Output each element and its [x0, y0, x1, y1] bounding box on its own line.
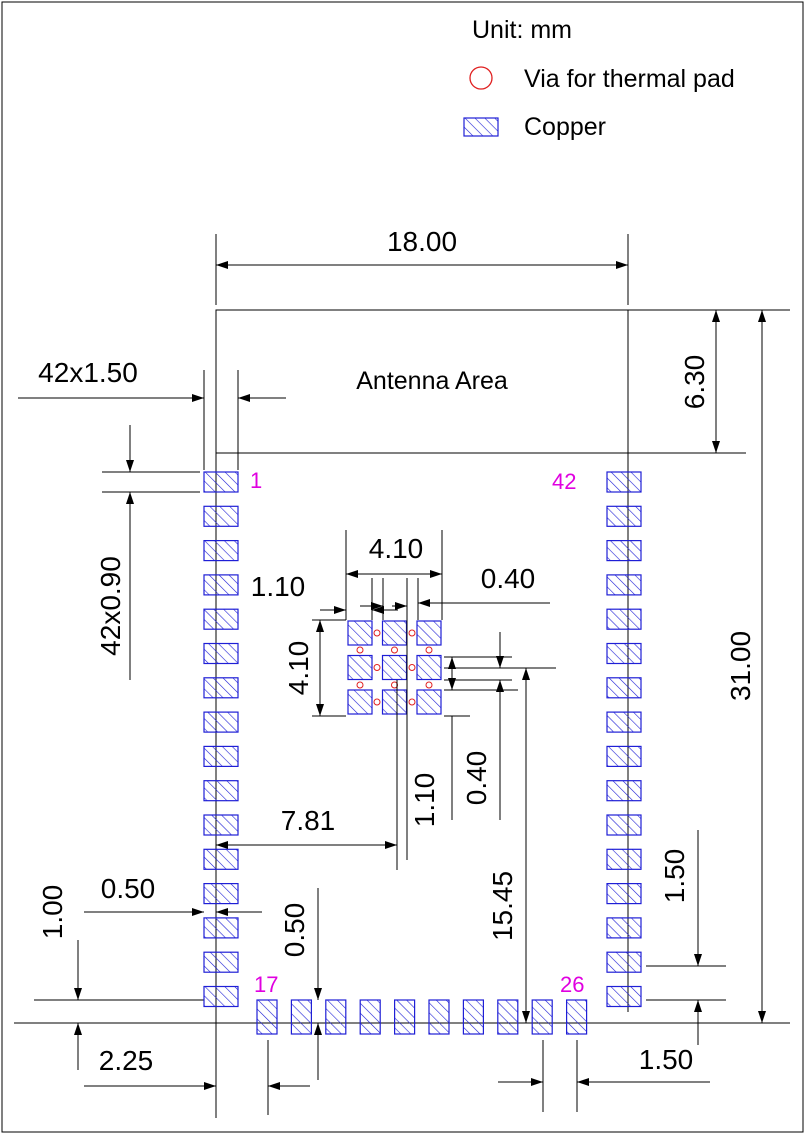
dimension-labels: 18.00 6.30 31.00 42x1.50 42x0.90 4.10 1.…: [37, 226, 756, 1076]
thermal-pad: [347, 620, 442, 715]
via-circle: [408, 629, 416, 637]
bottom-pad: [565, 999, 588, 1035]
right-pad: [606, 745, 642, 768]
right-pad: [606, 711, 642, 733]
dim-thermal-gap: 0.40: [481, 563, 536, 594]
via-circle: [373, 664, 381, 671]
via-circle: [425, 646, 433, 654]
dim-antenna-height: 6.30: [679, 355, 710, 410]
dim-edge-gap: 0.50: [101, 873, 156, 904]
dim-thermal-height: 4.10: [283, 641, 314, 696]
dim-pad-length: 42x1.50: [38, 357, 138, 388]
dim-center-x: 7.81: [281, 805, 336, 836]
left-pad: [203, 608, 239, 630]
left-pad: [203, 642, 239, 665]
pin-42-label: 42: [552, 469, 576, 494]
copper-legend-icon: [463, 117, 499, 137]
bottom-pad: [256, 999, 278, 1035]
left-pad: [203, 471, 239, 493]
dim-bottom-gap: 0.50: [279, 903, 310, 958]
left-pad: [203, 848, 239, 870]
dim-thermal-gap-vertical: 0.40: [461, 751, 492, 806]
copper-pads: [203, 471, 642, 1035]
dim-width: 18.00: [387, 226, 457, 257]
left-pad: [203, 574, 239, 596]
left-pad: [203, 951, 239, 973]
bottom-pad: [462, 999, 484, 1035]
left-pad: [203, 917, 239, 939]
right-pad: [606, 848, 642, 870]
left-pad: [203, 539, 239, 562]
via-circle: [373, 629, 381, 637]
dim-thermal-pad-vertical: 1.10: [409, 773, 440, 828]
right-pad: [606, 539, 642, 562]
thermal-pad-segment: [381, 689, 408, 715]
right-pad: [606, 574, 642, 596]
bottom-pad: [290, 999, 312, 1035]
right-pad: [606, 917, 642, 939]
via-circle: [391, 646, 398, 654]
right-pad: [606, 780, 642, 802]
right-pad: [606, 642, 642, 665]
dim-center-y: 15.45: [487, 871, 518, 941]
via-circle: [356, 646, 364, 654]
left-pad: [203, 677, 239, 699]
dim-bottom-offset: 2.25: [99, 1045, 154, 1076]
dim-module-height: 31.00: [725, 631, 756, 701]
right-pad: [606, 505, 642, 527]
right-pad: [606, 677, 642, 699]
legend-via: Via for thermal pad: [524, 65, 735, 93]
right-pad: [606, 814, 642, 836]
thermal-pad-segment: [416, 689, 442, 715]
via-circle: [408, 664, 416, 671]
right-pad: [606, 882, 642, 905]
left-pad: [203, 985, 239, 1008]
dim-bottom-pad-length: 1.50: [639, 1044, 694, 1075]
right-pad: [606, 951, 642, 973]
bottom-pad: [497, 999, 519, 1035]
legend-unit: Unit: mm: [472, 16, 572, 44]
thermal-pad-segment: [381, 620, 408, 646]
legend-copper: Copper: [524, 113, 606, 141]
thermal-pad-segment: [381, 654, 408, 681]
pin-26-label: 26: [560, 972, 584, 997]
thermal-pad-segment: [347, 689, 373, 715]
via-circle: [356, 681, 364, 689]
legend: Unit: mm Via for thermal pad Copper: [463, 16, 735, 141]
thermal-pad-segment: [347, 654, 373, 681]
left-pad: [203, 711, 239, 733]
left-pad: [203, 745, 239, 768]
pin-17-label: 17: [254, 972, 278, 997]
thermal-pad-segment: [416, 654, 442, 681]
antenna-area-label: Antenna Area: [356, 367, 508, 395]
right-pad: [606, 608, 642, 630]
dim-right-pitch: 1.50: [659, 849, 690, 904]
right-pad: [606, 985, 642, 1008]
via-circle: [373, 698, 381, 706]
thermal-pad-segment: [347, 620, 373, 646]
bottom-pad: [428, 999, 450, 1035]
via-legend-icon: [469, 66, 493, 90]
via-circle: [408, 698, 416, 706]
dim-thermal-pad: 1.10: [251, 571, 306, 602]
left-pad: [203, 780, 239, 802]
left-pad: [203, 814, 239, 836]
pin-1-label: 1: [250, 468, 262, 493]
left-pad: [203, 505, 239, 527]
dim-thermal-width: 4.10: [369, 533, 424, 564]
bottom-pad: [359, 999, 381, 1035]
via-circle: [425, 681, 433, 689]
dim-pad-width: 42x0.90: [95, 556, 126, 656]
bottom-pad: [394, 999, 416, 1035]
dimension-lines: [18, 261, 766, 1115]
dim-left-pitch: 1.00: [37, 885, 68, 940]
bottom-pad: [531, 999, 553, 1035]
left-pad: [203, 882, 239, 905]
thermal-pad-segment: [416, 620, 442, 646]
right-pad: [606, 471, 642, 493]
bottom-pad: [325, 999, 347, 1035]
